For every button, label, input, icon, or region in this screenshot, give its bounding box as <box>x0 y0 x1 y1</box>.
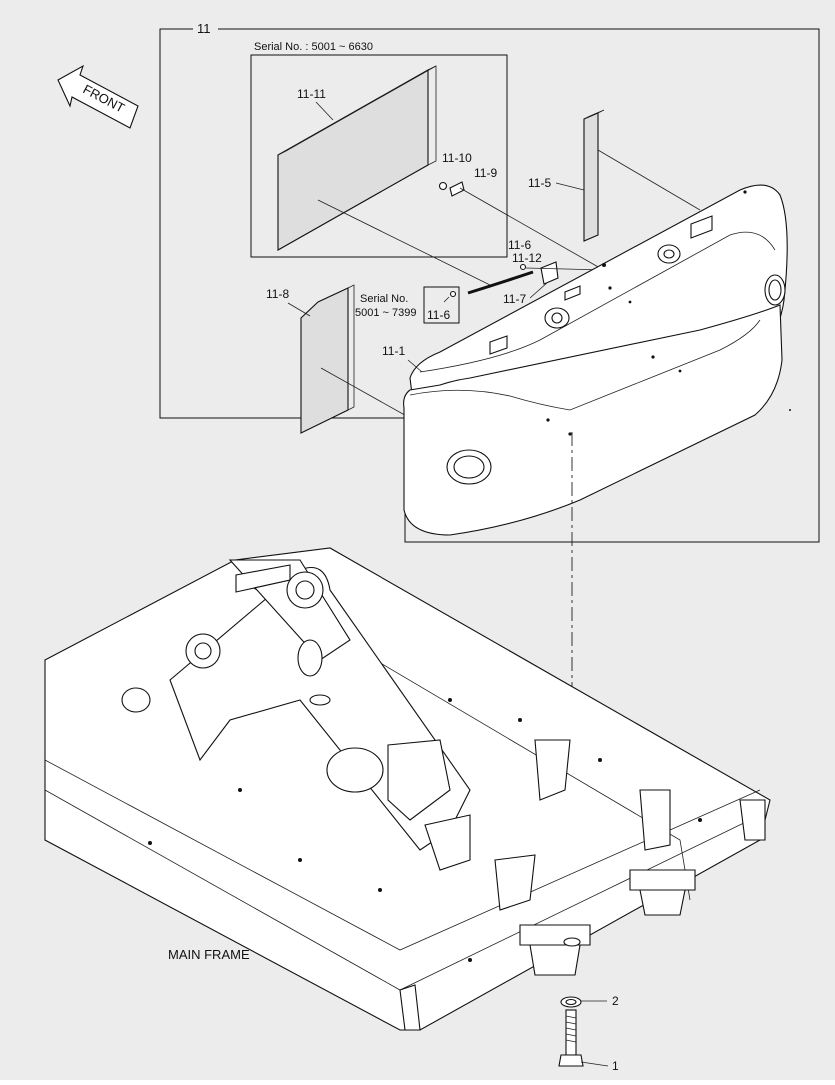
harness-curve <box>467 270 534 295</box>
bolt-11-10-icon <box>438 181 448 191</box>
label-part-1: 1 <box>612 1059 619 1073</box>
front-arrow-icon: FRONT <box>57 64 139 129</box>
part-11-5-pad <box>583 109 605 242</box>
serial-b-line2: 5001 ~ 7399 <box>355 307 416 319</box>
part-11-11-pad <box>277 65 437 251</box>
serial-a-frame <box>250 54 508 258</box>
label-11-1: 11-1 <box>382 344 405 358</box>
label-11-11: 11-11 <box>297 87 326 101</box>
label-11-6a: 11-6 <box>508 238 531 252</box>
label-11-7: 11-7 <box>503 292 526 306</box>
label-11-10: 11-10 <box>442 151 472 165</box>
group-11-label: 11 <box>197 21 211 36</box>
bolt-part-1 <box>558 1009 584 1067</box>
label-11-6b: 11-6 <box>427 308 450 322</box>
label-part-2: 2 <box>612 994 619 1008</box>
counterweight-11-1 <box>403 184 791 536</box>
main-frame <box>44 547 771 1031</box>
serial-b-box <box>423 286 460 324</box>
label-11-12: 11-12 <box>512 251 542 265</box>
label-11-8: 11-8 <box>266 287 289 301</box>
label-11-5: 11-5 <box>528 176 551 190</box>
label-11-9: 11-9 <box>474 166 497 180</box>
serial-a-label: Serial No. : 5001 ~ 6630 <box>254 41 373 53</box>
washer-part-2 <box>560 996 582 1008</box>
bolt-11-6-icon <box>519 263 527 271</box>
part-11-8-pad <box>300 284 355 434</box>
serial-b-line1: Serial No. <box>360 293 408 305</box>
main-frame-label: MAIN FRAME <box>168 947 250 962</box>
bracket-11-12-icon <box>540 261 559 285</box>
